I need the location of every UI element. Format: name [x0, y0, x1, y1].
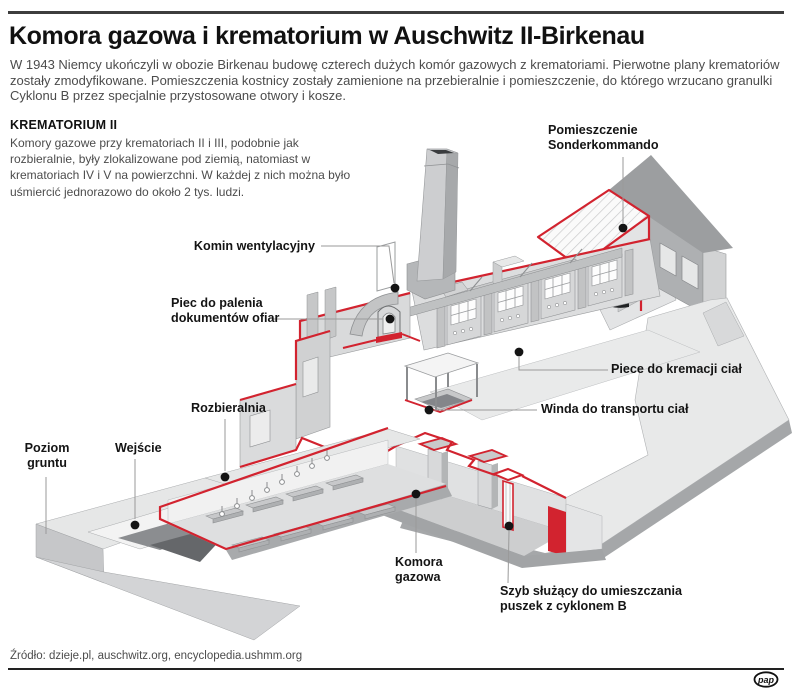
leader-lines: [45, 157, 624, 584]
red-cut-outline: [158, 426, 447, 551]
label-szyb: Szyb służący do umieszczania puszek z cy…: [500, 584, 682, 613]
source-note: Źródło: dzieje.pl, auschwitz.org, encycl…: [10, 650, 303, 662]
piece-kremacji-marker: [514, 347, 524, 357]
page-title: Komora gazowa i krematorium w Auschwitz …: [9, 22, 645, 50]
label-wejscie: Wejście: [115, 441, 162, 455]
label-winda: Winda do transportu ciał: [541, 402, 689, 416]
pap-logo: pap: [753, 671, 779, 688]
komora-gazowa-marker: [411, 489, 421, 499]
benches: [205, 474, 396, 553]
dark-roof: [609, 155, 733, 253]
leader-dots: [130, 223, 628, 531]
label-piece-kremacji: Piece do kremacji ciał: [611, 362, 742, 376]
label-komora-gazowa: Komora gazowa: [395, 555, 443, 584]
top-rule: [8, 11, 784, 14]
szyb-marker: [504, 521, 514, 531]
window: [681, 255, 699, 290]
label-poziom-gruntu: Poziom gruntu: [24, 441, 70, 470]
red-band: [376, 332, 402, 343]
clothes-hooks: [219, 450, 330, 517]
window: [659, 242, 677, 277]
ground-top-strip: [429, 329, 701, 421]
rozbieralnia-marker: [220, 472, 230, 482]
zyklon-shaft: [491, 467, 525, 532]
elevator: [403, 352, 480, 413]
bottom-rule: [8, 668, 784, 670]
winda-marker: [424, 405, 434, 415]
label-sonderkommando: Pomieszczenie Sonderkommando: [548, 123, 659, 152]
label-rozbieralnia: Rozbieralnia: [191, 401, 266, 415]
lower-left-rooms: [239, 329, 354, 472]
label-komin: Komin wentylacyjny: [193, 239, 315, 253]
cremation-ovens: [436, 248, 634, 349]
sonderkommando-marker: [618, 223, 628, 233]
undressing-corridor: [35, 426, 452, 641]
zyklon-shaft-cap: [467, 449, 509, 463]
corridor-lower-mass: [35, 556, 301, 641]
section-heading: KREMATORIUM II: [10, 118, 118, 132]
pap-logo-text: pap: [757, 675, 775, 685]
komin-marker: [390, 283, 400, 293]
ground-right-face: [702, 301, 745, 347]
intro-paragraph: W 1943 Niemcy ukończyli w obozie Birkena…: [10, 57, 780, 104]
railing-frame: [376, 241, 396, 292]
section-body: Komory gazowe przy krematoriach II i III…: [10, 136, 351, 199]
wejscie-marker: [130, 520, 140, 530]
ground-slab: [400, 297, 792, 565]
main-chimney: [406, 148, 460, 300]
label-piec-dokumenty: Piec do palenia dokumentów ofiar: [171, 296, 280, 325]
vent-duct-arch: [349, 291, 399, 337]
corridor-floor: [168, 464, 446, 550]
oven-hall: [376, 237, 661, 351]
chamber-front-band: [374, 502, 606, 568]
red-cut-wall: [548, 506, 566, 556]
piec-dokumenty-marker: [385, 314, 395, 324]
